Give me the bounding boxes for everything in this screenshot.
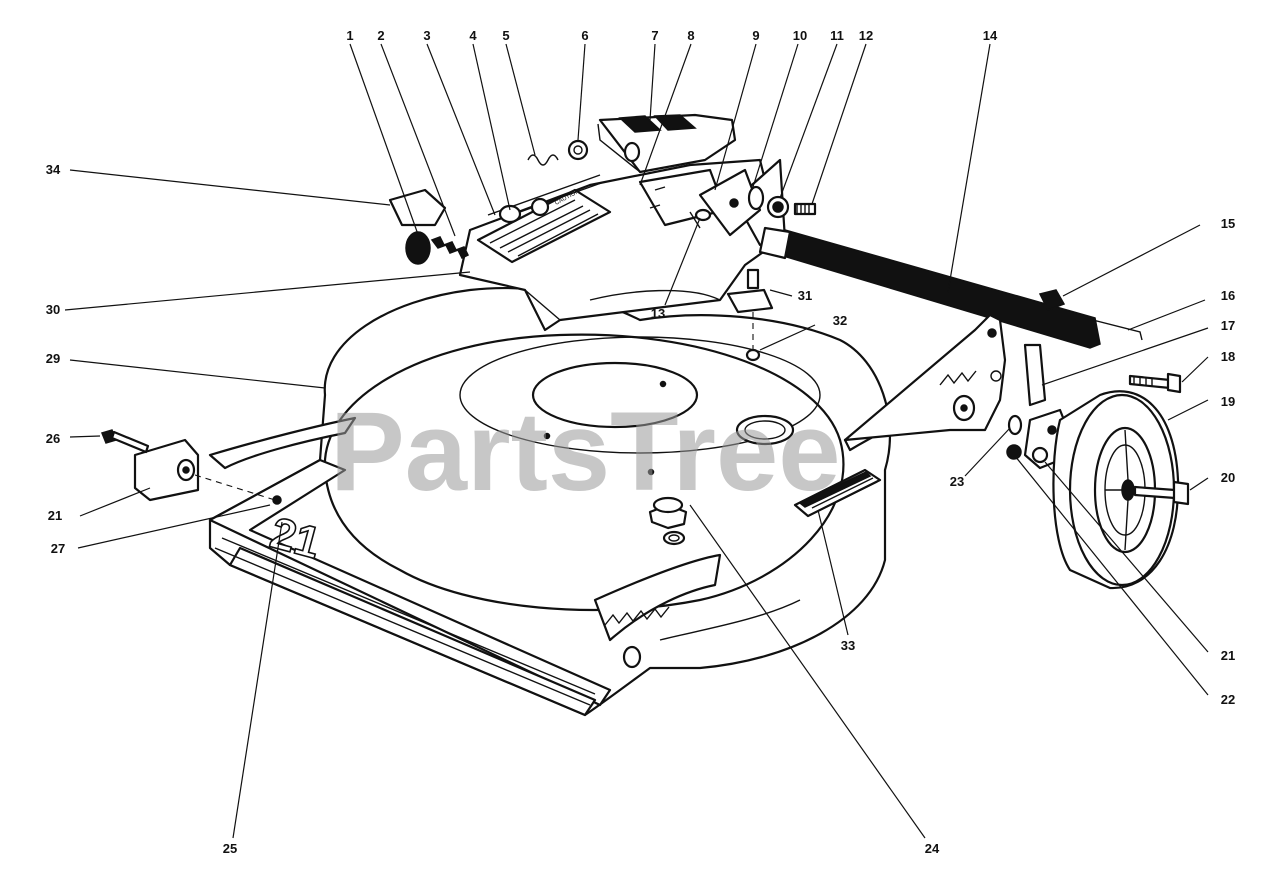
lever-plate [638,168,762,237]
bushing [567,139,589,161]
discharge-plug [648,496,688,546]
callout-20: 20 [1221,470,1235,485]
pin [1084,317,1143,341]
callout-33: 33 [841,638,855,653]
callout-8: 8 [687,28,694,43]
callout-18: 18 [1221,349,1235,364]
callout-14: 14 [983,28,998,43]
front-bolt [100,429,150,454]
callout-9: 9 [752,28,759,43]
callout-21-left: 21 [48,508,62,523]
callout-25: 25 [223,841,237,856]
callout-13: 13 [651,306,665,321]
washer [1007,414,1023,436]
spring [527,154,559,166]
mount-bolt [726,268,774,362]
deck-decal [793,468,882,518]
callout-5: 5 [502,28,509,43]
callout-17: 17 [1221,318,1235,333]
front-nut [272,495,282,505]
deck-size-marking: 21 [265,508,325,568]
watermark-logo: PartsTree [330,389,841,514]
leader-lines [64,43,1209,839]
nut [1006,444,1022,460]
knob-and-spring [405,231,470,265]
callout-19: 19 [1221,394,1235,409]
callout-6: 6 [581,28,588,43]
rod-assembly [487,174,605,224]
callout-4: 4 [469,28,477,43]
callout-30: 30 [46,302,60,317]
callout-1: 1 [346,28,353,43]
callout-11: 11 [830,28,844,43]
callout-16: 16 [1221,288,1235,303]
plug [388,188,447,227]
front-wheel-bracket [133,438,276,502]
wheel-bolt [1133,480,1190,506]
callout-15: 15 [1221,216,1235,231]
callout-23: 23 [950,474,964,489]
callout-26: 26 [46,431,60,446]
callout-numbers: 1 2 3 4 5 6 7 8 9 10 11 12 13 14 15 16 1… [46,28,1235,856]
plug-small [1038,289,1066,311]
callout-3: 3 [423,28,430,43]
callout-2: 2 [377,28,384,43]
callout-31: 31 [798,288,812,303]
callout-34: 34 [46,162,61,177]
callout-29: 29 [46,351,60,366]
height-adjuster-plate [843,313,1047,442]
callout-24: 24 [925,841,940,856]
callout-32: 32 [833,313,847,328]
rear-baffle [758,226,1101,349]
axle-bolt [1128,372,1182,394]
rear-wheel [1052,390,1180,590]
washer-nut-bolt [747,185,817,219]
callout-22: 22 [1221,692,1235,707]
mower-deck [208,286,962,717]
callout-7: 7 [651,28,658,43]
callout-27: 27 [51,541,65,556]
callout-10: 10 [793,28,807,43]
callout-21-right: 21 [1221,648,1235,663]
callout-12: 12 [859,28,873,43]
